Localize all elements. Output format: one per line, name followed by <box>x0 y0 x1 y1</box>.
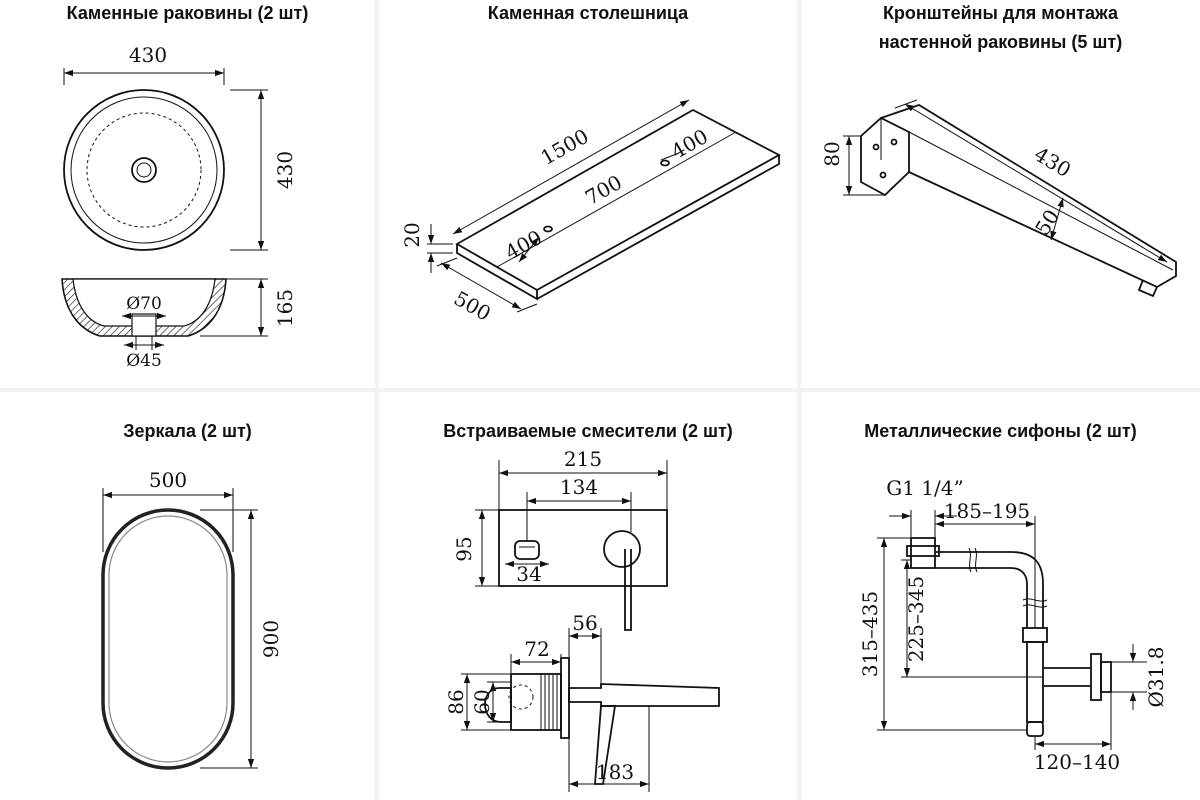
siphon-pipe-bend <box>935 551 1044 628</box>
mixer-handle-rosette <box>603 530 641 568</box>
dim-height: 80 <box>820 141 844 166</box>
dim-centers: 134 <box>560 475 598 499</box>
siphon-inlet <box>910 537 936 569</box>
bracket-end-lip <box>1137 279 1158 298</box>
mirror-drawing: 500 900 <box>101 468 283 770</box>
dim-inlet-height: 225–345 <box>904 576 928 662</box>
panel-mirrors: Зеркала (2 шт) 500 900 <box>0 392 375 800</box>
dim-total-height: 315–435 <box>858 591 882 677</box>
sink-bowl-edge <box>86 112 202 228</box>
dim-body-outer: 86 <box>444 689 468 714</box>
panel-title: Зеркала (2 шт) <box>123 421 252 441</box>
mirror-frame <box>101 508 235 770</box>
drain-inner <box>136 162 152 178</box>
sink-bowl-section <box>72 278 216 327</box>
panel-title-line1: Кронштейны для монтажа <box>882 3 1119 23</box>
mixer-body-bore <box>508 684 534 710</box>
siphon-outlet-flange <box>1090 653 1102 701</box>
countertop-drawing: 1500 700 400 400 20 500 <box>400 99 781 326</box>
dim-drain-inner: Ø45 <box>126 351 162 371</box>
sink-inner-rim <box>70 96 218 244</box>
bracket-screw-hole-3 <box>890 138 898 146</box>
dim-plate-width: 215 <box>564 447 602 471</box>
siphon-outlet <box>1043 667 1091 687</box>
panel-brackets: Кронштейны для монтажа настенной раковин… <box>801 0 1200 388</box>
mixer-spout <box>568 683 720 707</box>
drain-hole-section <box>131 313 157 337</box>
countertop-top <box>455 108 781 292</box>
siphon-inlet-nut <box>906 545 940 557</box>
mirror-glass <box>108 515 228 763</box>
countertop-side-edge <box>536 155 780 300</box>
mixer-drawing: 215 134 95 34 72 <box>444 447 720 792</box>
dim-length: 1500 <box>536 124 592 170</box>
mixer-thread <box>540 674 558 730</box>
siphon-bottle-nut <box>1022 627 1048 643</box>
panel-title-line2: настенной раковины (5 шт) <box>878 32 1123 52</box>
dim-body-inner: 60 <box>470 689 494 714</box>
dim-diverter: 34 <box>516 562 541 586</box>
dim-height: 900 <box>259 620 283 658</box>
dim-body-depth: 72 <box>524 637 549 661</box>
dim-reach: 185–195 <box>944 499 1030 523</box>
dim-plate-height: 95 <box>452 536 476 561</box>
dim-hole-offset-1: 400 <box>501 225 546 265</box>
panel-sinks: Каменные раковины (2 шт) 430 430 <box>0 0 375 388</box>
siphon-cap <box>1026 721 1044 737</box>
diverter-knob <box>514 540 540 560</box>
dim-width: 430 <box>129 43 167 67</box>
panel-countertop: Каменная столешница 1500 700 400 400 20 <box>379 0 797 388</box>
faucet-hole-2 <box>660 159 670 167</box>
dim-height: 165 <box>273 289 297 327</box>
dim-width: 500 <box>450 286 495 326</box>
dim-thread: G1 1/4” <box>886 476 963 500</box>
panel-title: Металлические сифоны (2 шт) <box>864 421 1137 441</box>
panel-title: Каменная столешница <box>487 3 689 23</box>
siphon-bottle <box>1026 641 1044 723</box>
drain-outer <box>131 157 157 183</box>
sink-drawing: 430 430 165 Ø70 Ø45 <box>61 43 297 371</box>
panel-siphons: Металлические сифоны (2 шт) G1 1/4” 185–… <box>801 392 1200 800</box>
bracket-drawing: 430 50 80 <box>820 99 1177 298</box>
dim-spout-depth: 56 <box>572 611 597 635</box>
dim-drain-outer: Ø70 <box>126 294 162 314</box>
panel-title: Каменные раковины (2 шт) <box>66 3 309 23</box>
mixer-plate <box>498 509 668 587</box>
dim-outlet-reach: 120–140 <box>1034 750 1120 774</box>
bracket-wall-plate <box>860 116 910 197</box>
panel-mixers: Встраиваемые смесители (2 шт) 215 134 95… <box>379 392 797 800</box>
panel-title: Встраиваемые смесители (2 шт) <box>443 421 733 441</box>
sink-outer-rim <box>63 89 225 251</box>
mixer-lever <box>624 549 632 631</box>
mixer-wall-plate-side <box>560 657 570 739</box>
siphon-outlet-nut <box>1100 661 1112 693</box>
dim-depth: 430 <box>273 151 297 189</box>
faucet-hole-1 <box>543 225 553 233</box>
siphon-drawing: G1 1/4” 185–195 315–435 225–345 Ø31.8 12… <box>858 476 1168 774</box>
dim-width: 500 <box>149 468 187 492</box>
bracket-screw-hole-2 <box>879 171 887 179</box>
bracket-screw-hole-1 <box>872 143 880 151</box>
dim-spout-length: 183 <box>596 760 634 784</box>
dim-outlet-diameter: Ø31.8 <box>1144 647 1168 708</box>
bracket-arm <box>880 104 1177 289</box>
dim-hole-spacing: 700 <box>581 170 626 210</box>
dim-thickness: 20 <box>400 222 424 247</box>
